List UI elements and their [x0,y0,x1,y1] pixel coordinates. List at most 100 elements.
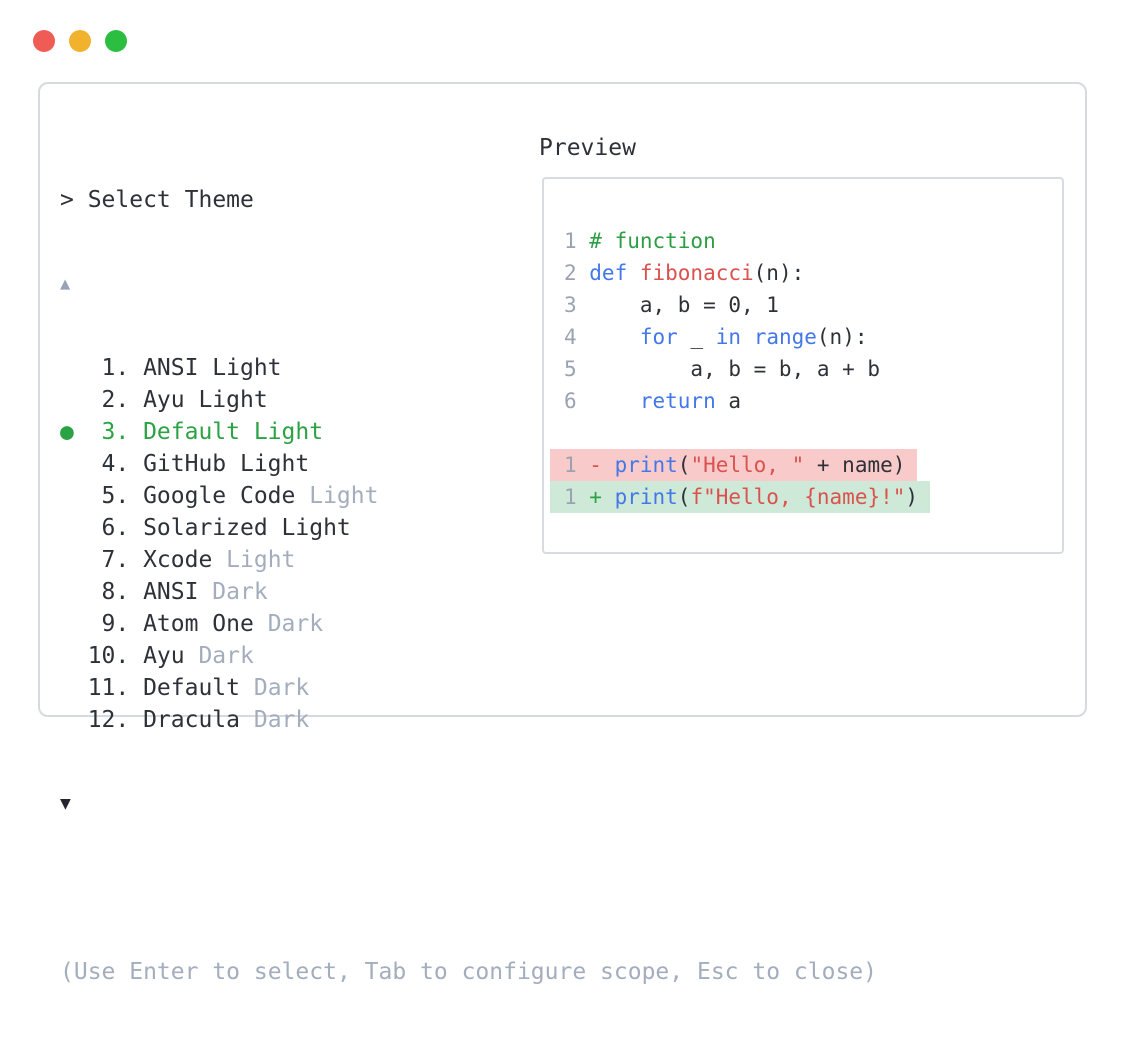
code-token-kw: in [715,325,742,349]
theme-item-label-dim: Dark [253,611,324,637]
theme-item-6[interactable]: 6. Solarized Light [60,512,877,544]
theme-item-11[interactable]: 11. Default Dark [60,672,877,704]
code-token-kw: print [614,453,678,477]
select-theme-prompt: > Select Theme [60,187,254,213]
theme-item-number: 8. [101,579,130,605]
line-number: 1 [564,229,577,253]
code-token-plain: ( [677,453,691,477]
line-gap [577,385,590,417]
theme-item-number: 4. [101,451,130,477]
item-separator [129,512,143,544]
preview-label: Preview [539,135,636,161]
code-token-plain: (n): [753,261,805,285]
line-gap [577,449,590,481]
theme-item-12[interactable]: 12. Dracula Dark [60,704,877,736]
maximize-button[interactable] [105,30,127,52]
code-token-plain [589,389,640,413]
theme-item-1[interactable]: 1. ANSI Light [60,352,877,384]
line-gap [577,353,590,385]
theme-item-number: 6. [101,515,130,541]
theme-item-label: Dracula [143,707,240,733]
diff-line-added: 1 + print(f"Hello, {name}!") [550,481,931,513]
code-token-str: f"Hello, {name}!" [690,485,906,509]
line-number: 5 [564,357,577,381]
code-token-str: fibonacci [639,261,754,285]
item-separator [129,352,143,384]
scroll-up-icon[interactable]: ▲ [60,274,71,294]
theme-item-number: 3. [101,419,130,445]
theme-item-7[interactable]: 7. Xcode Light [60,544,877,576]
theme-item-label: Default [143,675,240,701]
item-separator [129,640,143,672]
theme-item-number: 10. [87,643,130,669]
code-token-plain: ( [677,485,691,509]
item-separator [129,384,143,416]
code-token-kw: def [589,261,640,285]
code-token-plain [741,325,754,349]
code-token-plain: _ [677,325,716,349]
theme-item-10[interactable]: 10. Ayu Dark [60,640,877,672]
theme-item-8[interactable]: 8. ANSI Dark [60,576,877,608]
theme-item-number: 5. [101,483,130,509]
code-token-added: + [589,485,615,509]
line-number: 3 [564,293,577,317]
theme-item-label-dim: Dark [198,579,268,605]
theme-item-label-dim: Light [295,483,379,509]
item-separator [129,608,143,640]
theme-item-label: ANSI [143,579,199,605]
code-token-str: "Hello, " [690,453,805,477]
theme-item-label: Default Light [143,419,324,445]
theme-item-label: Xcode [143,547,213,573]
minimize-button[interactable] [69,30,91,52]
code-token-removed: - [589,453,615,477]
line-number: 4 [564,325,577,349]
theme-item-label: Google Code [143,483,296,509]
theme-item-3[interactable]: ●3. Default Light [60,416,877,448]
line-gap [577,289,590,321]
code-token-comment: # function [589,229,716,253]
theme-item-label: Ayu [143,643,185,669]
code-line-7 [564,417,930,449]
line-gap [577,225,590,257]
help-text: (Use Enter to select, Tab to configure s… [60,959,877,985]
code-token-plain: ) [905,485,919,509]
item-separator [129,704,143,736]
code-token-plain: (n): [816,325,868,349]
theme-item-label-dim: Dark [240,675,310,701]
theme-item-number: 2. [101,387,130,413]
theme-item-label: ANSI Light [143,355,282,381]
line-gap [577,257,590,289]
code-line-5: 5 a, b = b, a + b [564,353,930,385]
code-token-kw: print [614,485,678,509]
item-separator [129,544,143,576]
item-separator [129,576,143,608]
close-button[interactable] [33,30,55,52]
code-token-kw: range [753,325,817,349]
scroll-down-icon[interactable]: ▼ [60,793,71,814]
line-number: 1 [564,485,577,509]
theme-item-4[interactable]: 4. GitHub Light [60,448,877,480]
theme-item-2[interactable]: 2. Ayu Light [60,384,877,416]
theme-item-9[interactable]: 9. Atom One Dark [60,608,877,640]
theme-item-5[interactable]: 5. Google Code Light [60,480,877,512]
code-token-kw: return [639,389,716,413]
code-token-plain: a [715,389,742,413]
code-token-kw: for [639,325,678,349]
code-token-plain: + name) [804,453,906,477]
theme-item-label: Solarized Light [143,515,351,541]
theme-item-number: 12. [87,707,130,733]
theme-item-number: 9. [101,611,130,637]
line-number: 2 [564,261,577,285]
item-separator [129,416,143,448]
theme-item-label: Ayu Light [143,387,268,413]
item-separator [129,672,143,704]
theme-item-label: Atom One [143,611,254,637]
line-number: 6 [564,389,577,413]
code-line-6: 6 return a [564,385,930,417]
theme-item-number: 11. [87,675,130,701]
code-line-2: 2 def fibonacci(n): [564,257,930,289]
